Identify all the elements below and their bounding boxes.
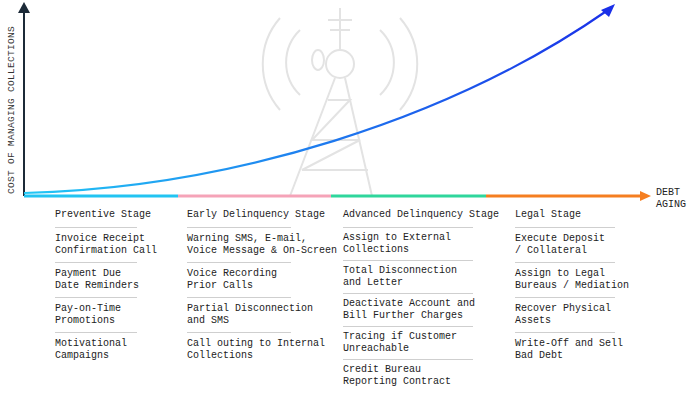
separator-line	[187, 262, 291, 263]
separator-line	[55, 297, 137, 298]
separator-line	[55, 227, 137, 228]
tower-watermark	[263, 8, 417, 196]
stage-heading: Advanced Delinquency Stage	[343, 209, 499, 227]
stage-heading: Preventive Stage	[55, 209, 167, 227]
stage-column: Legal StageExecute Deposit / CollateralA…	[515, 209, 635, 367]
axis-segment	[331, 195, 486, 198]
stage-heading: Legal Stage	[515, 209, 635, 227]
stage-action: Total Disconnection and Letter	[343, 261, 478, 293]
separator-line	[187, 227, 291, 228]
separator-line	[343, 293, 473, 294]
separator-line	[343, 359, 473, 360]
axis-segment	[178, 195, 331, 198]
stage-action: Write-Off and Sell Bad Debt	[515, 333, 635, 367]
stage-action: Deactivate Account and Bill Further Char…	[343, 294, 478, 326]
separator-line	[343, 326, 473, 327]
separator-line	[515, 262, 615, 263]
stage-heading: Early Delinquency Stage	[187, 209, 342, 227]
stage-action: Call outing to Internal Collections	[187, 333, 327, 367]
stage-action: Pay-on-Time Promotions	[55, 298, 167, 332]
stage-action: Payment Due Date Reminders	[55, 263, 145, 297]
separator-line	[343, 227, 473, 228]
stage-column: Preventive StageInvoice Receipt Confirma…	[55, 209, 167, 367]
axis-title: DEBT AGING	[656, 187, 688, 211]
stage-action: Assign to External Collections	[343, 228, 478, 260]
stage-action: Credit Bureau Reporting Contract	[343, 360, 478, 392]
stage-action: Partial Disconnection and SMS	[187, 298, 327, 332]
stage-column: Advanced Delinquency StageAssign to Exte…	[343, 209, 499, 392]
separator-line	[515, 227, 615, 228]
stage-action: Execute Deposit / Collateral	[515, 228, 615, 262]
axis-segment	[486, 195, 642, 198]
separator-line	[55, 332, 137, 333]
curve-arrow	[601, 4, 615, 17]
stage-action: Warning SMS, E-mail, Voice Message & On-…	[187, 228, 342, 262]
stage-column: Early Delinquency StageWarning SMS, E-ma…	[187, 209, 342, 367]
y-axis-arrow	[18, 2, 30, 13]
stage-action: Motivational Campaigns	[55, 333, 167, 367]
separator-line	[55, 262, 137, 263]
stage-action: Tracing if Customer Unreachable	[343, 327, 478, 359]
stage-action: Recover Physical Assets	[515, 298, 635, 332]
cost-curve	[24, 10, 608, 193]
x-axis-arrow	[640, 191, 651, 201]
separator-line	[343, 260, 473, 261]
separator-line	[187, 297, 291, 298]
stage-action: Assign to Legal Bureaus / Mediation	[515, 263, 635, 297]
separator-line	[515, 332, 615, 333]
separator-line	[515, 297, 615, 298]
axis-segment	[24, 195, 178, 198]
axis-title: COST OF MANAGING COLLECTIONS	[6, 26, 17, 194]
y-axis	[23, 12, 25, 196]
stage-action: Invoice Receipt Confirmation Call	[55, 228, 160, 262]
stage-action: Voice Recording Prior Calls	[187, 263, 297, 297]
separator-line	[187, 332, 291, 333]
